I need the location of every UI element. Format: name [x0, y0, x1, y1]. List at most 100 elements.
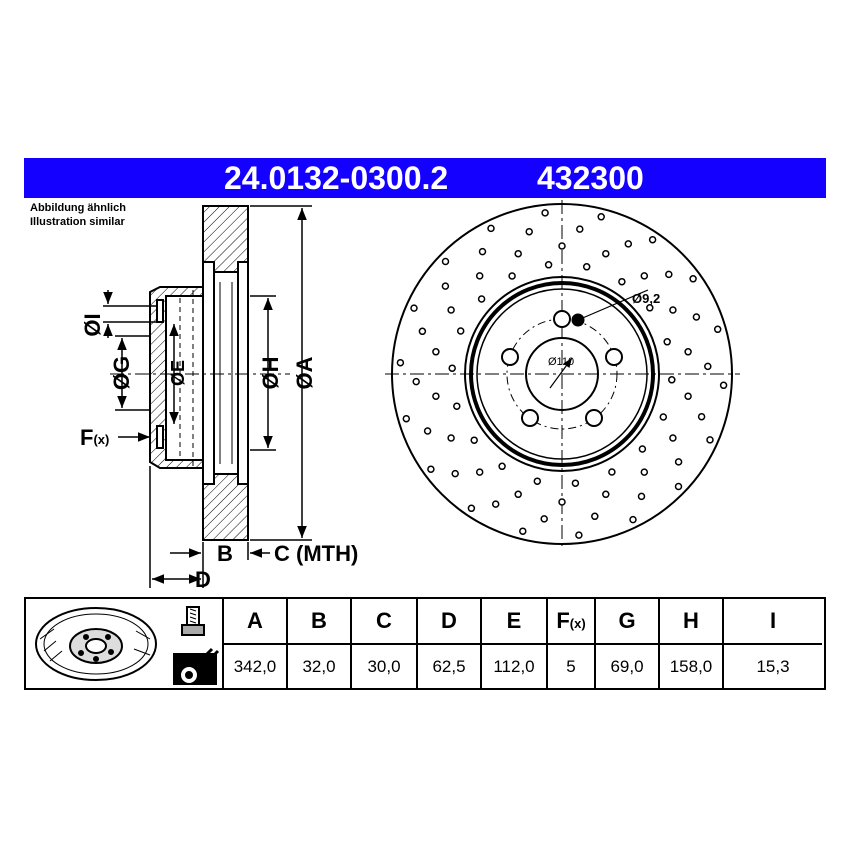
drill-hole	[427, 465, 435, 473]
side-section-view	[110, 205, 290, 541]
drill-hole	[544, 261, 553, 269]
drill-hole	[665, 270, 673, 279]
drill-hole	[540, 515, 548, 523]
drill-hole	[475, 272, 484, 280]
value-e: 112,0	[480, 643, 548, 688]
drill-hole	[571, 479, 580, 487]
col-header-d: D	[416, 599, 482, 645]
label-b: B	[217, 541, 233, 566]
value-d: 62,5	[416, 643, 482, 688]
side-dimensions	[103, 205, 312, 588]
drill-hole	[697, 412, 706, 421]
drill-hole	[418, 327, 427, 336]
drill-hole	[602, 490, 610, 499]
drill-hole	[640, 468, 649, 476]
drill-hole	[608, 468, 616, 476]
drill-hole	[467, 504, 476, 513]
drill-hole	[624, 240, 633, 248]
drill-hole	[402, 414, 411, 423]
drill-hole	[646, 304, 654, 312]
label-dia-i: ØI	[80, 313, 105, 336]
label-hole-diameter: Ø9,2	[632, 291, 660, 306]
drill-hole	[533, 477, 542, 485]
drill-hole	[470, 436, 478, 444]
drill-hole	[674, 458, 683, 466]
drill-hole	[396, 358, 405, 367]
spec-header-row: A B C D E F(x) G H I	[222, 599, 822, 645]
label-dia-e: ØE	[168, 360, 188, 386]
col-header-i: I	[722, 599, 822, 645]
drill-hole	[689, 275, 697, 283]
drill-hole	[638, 445, 647, 453]
drill-hole	[508, 272, 516, 280]
drill-hole	[441, 282, 450, 290]
drill-hole	[659, 413, 668, 421]
value-a: 342,0	[222, 643, 288, 688]
drill-hole	[669, 434, 677, 442]
drill-hole	[719, 381, 728, 390]
note-line-de: Abbildung ähnlich	[30, 202, 126, 214]
label-dia-a: ØA	[292, 356, 317, 389]
value-g: 69,0	[594, 643, 660, 688]
drill-hole	[663, 338, 671, 346]
drill-hole	[575, 531, 583, 539]
drill-hole	[684, 348, 692, 356]
label-pcd: Ø110	[548, 356, 574, 368]
spec-table: A B C D E F(x) G H I 342,0 32,0 30,0 62,…	[222, 599, 822, 688]
drill-hole	[412, 377, 420, 386]
drill-hole	[692, 313, 701, 321]
drill-hole	[704, 362, 712, 371]
title-banner: 24.0132-0300.2 432300	[24, 158, 826, 198]
drill-hole	[558, 498, 566, 506]
value-h: 158,0	[658, 643, 724, 688]
part-number: 24.0132-0300.2	[224, 160, 449, 196]
drill-hole	[447, 306, 455, 314]
drill-hole	[456, 327, 465, 335]
drill-hole	[582, 263, 591, 271]
drill-hole	[597, 213, 605, 221]
drill-hole	[447, 434, 455, 442]
label-c: C (MTH)	[274, 541, 358, 566]
drill-hole	[514, 249, 522, 258]
drill-hole	[629, 515, 637, 524]
value-b: 32,0	[286, 643, 352, 688]
drill-hole	[541, 209, 549, 217]
drill-hole	[591, 512, 599, 521]
label-d: D	[195, 567, 211, 592]
label-f: F(x)	[80, 425, 109, 450]
drill-hole	[558, 242, 566, 250]
brake-disc-thumbnail-icon	[35, 607, 157, 681]
front-view	[385, 200, 740, 548]
drill-hole	[669, 306, 677, 314]
value-c: 30,0	[350, 643, 418, 688]
drill-hole	[448, 364, 456, 372]
drill-hole	[602, 249, 610, 258]
drill-hole	[478, 247, 487, 256]
label-dia-g: ØG	[109, 356, 134, 390]
front-labels: Ø9,2 Ø110	[548, 291, 660, 368]
col-header-f: F(x)	[546, 599, 596, 645]
drill-hole	[475, 468, 484, 476]
value-i: 15,3	[722, 643, 822, 688]
drill-hole	[618, 277, 626, 286]
reference-number: 432300	[537, 160, 644, 196]
drill-hole	[576, 225, 584, 233]
drill-hole	[498, 462, 506, 471]
drill-hole	[451, 469, 459, 478]
drill-hole	[432, 348, 440, 356]
side-labels: ØI ØG ØE ØH ØA F(x) B C (MTH) D	[80, 313, 358, 592]
drill-hole	[410, 304, 418, 312]
drill-hole	[706, 436, 714, 444]
col-header-g: G	[594, 599, 660, 645]
torque-wrench-icon	[173, 647, 220, 685]
drill-hole	[441, 257, 450, 266]
col-header-a: A	[222, 599, 288, 645]
drill-hole	[423, 427, 432, 435]
drill-hole	[525, 227, 533, 236]
cross-drill-holes	[396, 209, 728, 539]
col-header-h: H	[658, 599, 724, 645]
label-dia-h: ØH	[258, 357, 283, 390]
drill-hole	[519, 527, 527, 535]
drill-hole	[640, 272, 649, 280]
